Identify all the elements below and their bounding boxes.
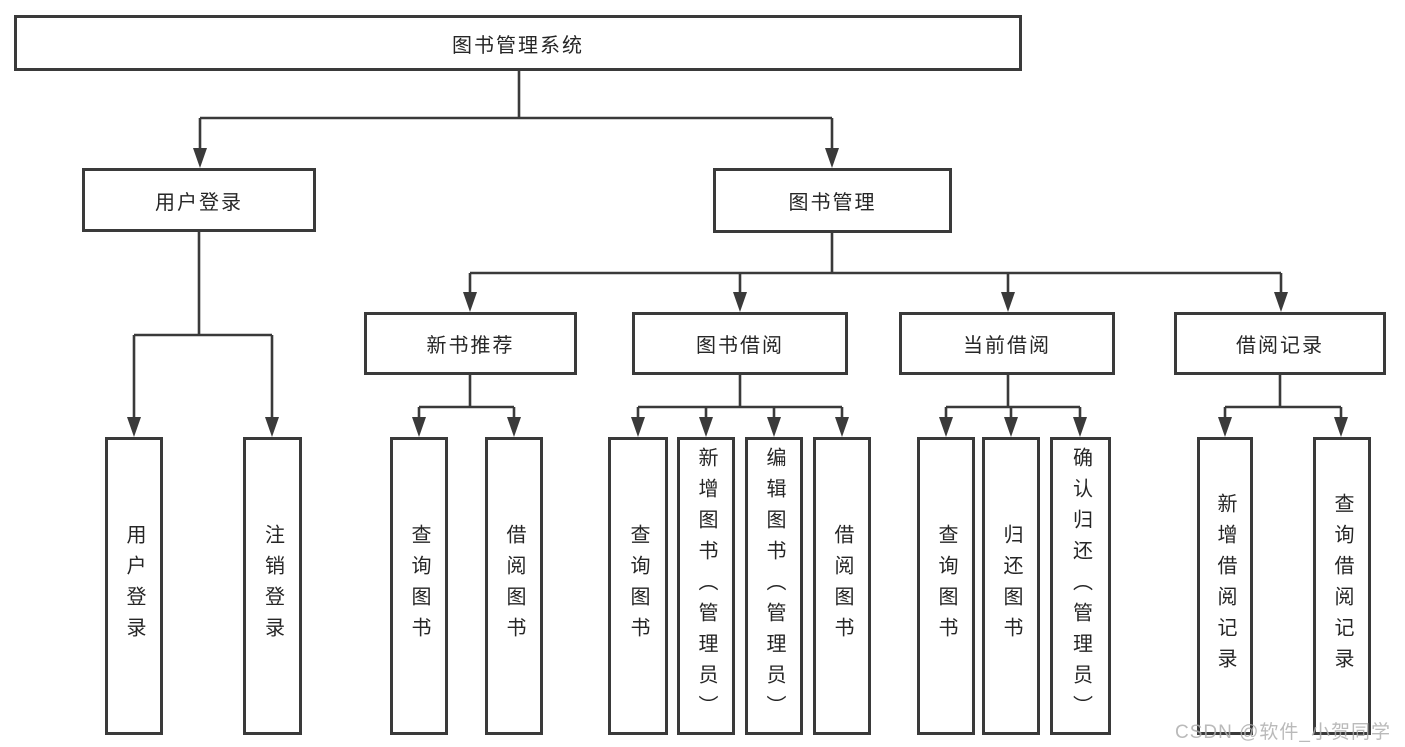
node-current-borrow-label: 当前借阅: [963, 335, 1051, 357]
leaf-confirm-return-admin: 确认归还（管理员）: [1050, 437, 1111, 735]
leaf-return-books-label: 归还图书: [1000, 524, 1022, 648]
node-book-management: 图书管理: [713, 168, 952, 233]
leaf-borrow-books-label: 借阅图书: [831, 524, 853, 648]
leaf-user-login-label: 用户登录: [123, 524, 145, 648]
leaf-query-borrow-record-label: 查询借阅记录: [1331, 493, 1353, 679]
leaf-query-books-current-label: 查询图书: [935, 524, 957, 648]
node-borrow-records: 借阅记录: [1174, 312, 1386, 375]
leaf-query-books-borrow: 查询图书: [608, 437, 668, 735]
leaf-edit-book-admin-label: 编辑图书（管理员）: [763, 446, 785, 726]
node-user-login-label: 用户登录: [155, 191, 243, 214]
leaf-query-books-recommend-label: 查询图书: [408, 524, 430, 648]
node-borrow-records-label: 借阅记录: [1236, 335, 1324, 357]
leaf-user-login: 用户登录: [105, 437, 163, 735]
leaf-logout-login: 注销登录: [243, 437, 302, 735]
node-new-book-recommend: 新书推荐: [364, 312, 577, 375]
leaf-query-books-borrow-label: 查询图书: [627, 524, 649, 648]
node-book-management-label: 图书管理: [788, 192, 877, 214]
node-new-book-recommend-label: 新书推荐: [426, 335, 515, 357]
leaf-edit-book-admin: 编辑图书（管理员）: [745, 437, 803, 735]
csdn-watermark: CSDN @软件_小贺同学: [1175, 722, 1391, 743]
leaf-query-books-current: 查询图书: [917, 437, 975, 735]
leaf-borrow-books: 借阅图书: [813, 437, 871, 735]
leaf-logout-login-label: 注销登录: [261, 524, 284, 648]
leaf-add-book-admin-label: 新增图书（管理员）: [695, 446, 717, 726]
leaf-query-books-recommend: 查询图书: [390, 437, 448, 735]
leaf-add-borrow-record: 新增借阅记录: [1197, 437, 1253, 735]
node-current-borrow: 当前借阅: [899, 312, 1115, 375]
leaf-query-borrow-record: 查询借阅记录: [1313, 437, 1371, 735]
leaf-add-book-admin: 新增图书（管理员）: [677, 437, 735, 735]
leaf-return-books: 归还图书: [982, 437, 1040, 735]
node-book-borrow: 图书借阅: [632, 312, 848, 375]
leaf-confirm-return-admin-label: 确认归还（管理员）: [1069, 446, 1092, 726]
leaf-borrow-books-recommend: 借阅图书: [485, 437, 543, 735]
leaf-add-borrow-record-label: 新增借阅记录: [1214, 493, 1236, 679]
node-book-borrow-label: 图书借阅: [696, 335, 784, 357]
node-library-system-label: 图书管理系统: [452, 34, 584, 57]
node-library-system: 图书管理系统: [14, 15, 1022, 71]
node-user-login: 用户登录: [82, 168, 316, 232]
leaf-borrow-books-recommend-label: 借阅图书: [503, 524, 525, 648]
